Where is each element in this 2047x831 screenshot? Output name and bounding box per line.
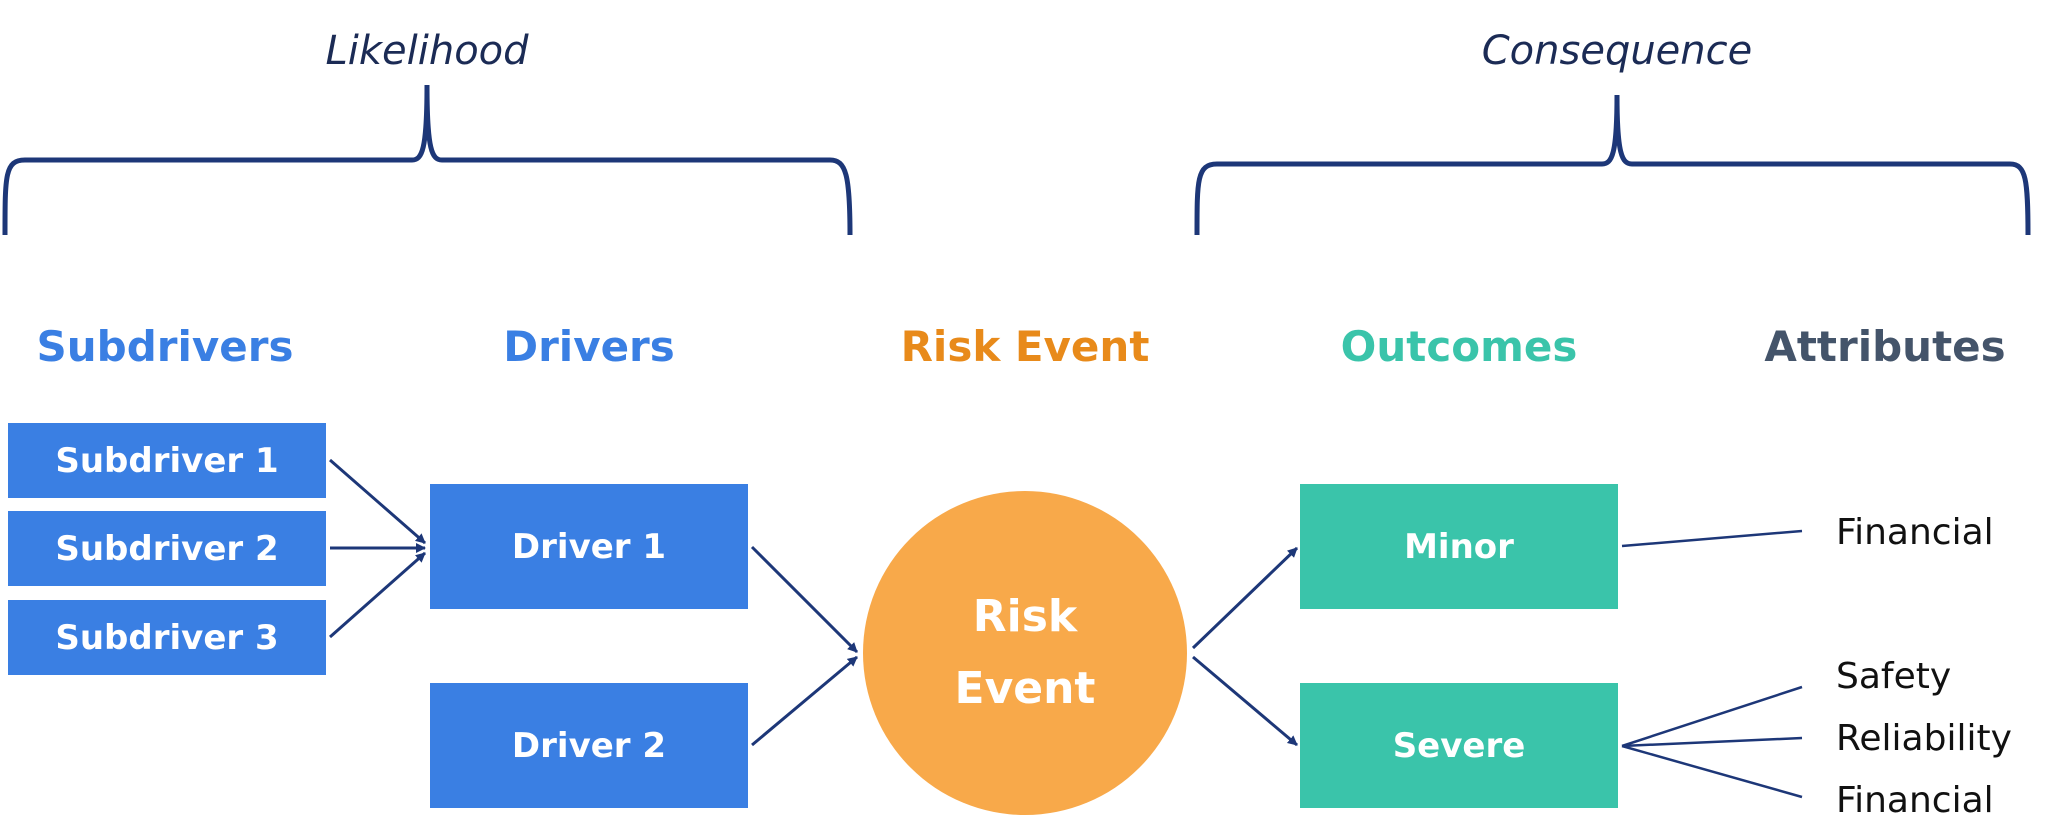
risk-event-line1: Risk [972,591,1078,642]
risk-event-line2: Event [954,663,1096,714]
attribute-severe-safety: Safety [1836,656,1952,697]
consequence-label: Consequence [1481,28,1753,74]
subdriver-1-box: Subdriver 1 [8,423,326,498]
arrow-driver2-risk [751,655,858,747]
attribute-severe-reliability: Reliability [1836,718,2012,759]
attribute-severe-financial: Financial [1836,780,1994,821]
subdriver-2-box: Subdriver 2 [8,511,326,586]
likelihood-brace [2,84,853,236]
line-severe-financial [1621,744,1803,799]
header-outcomes: Outcomes [1340,322,1578,371]
attribute-minor-financial: Financial [1836,512,1994,553]
outcome-minor-box: Minor [1300,484,1618,609]
arrow-driver1-risk [750,545,859,654]
header-attributes: Attributes [1764,322,2006,371]
subdriver-3-box: Subdriver 3 [8,600,326,675]
consequence-brace [1194,94,2031,236]
outcome-severe-box: Severe [1300,683,1618,808]
arrow-subdriver1-driver1 [329,458,426,545]
line-severe-safety [1621,685,1803,748]
risk-event-circle: Risk Event [863,491,1187,815]
header-subdrivers: Subdrivers [36,322,294,371]
driver-1-box: Driver 1 [430,484,748,609]
likelihood-label: Likelihood [325,28,529,74]
arrow-risk-minor [1191,546,1299,650]
arrow-risk-severe [1192,655,1298,747]
header-drivers: Drivers [503,322,675,371]
header-risk-event: Risk Event [900,322,1150,371]
line-minor-financial [1621,529,1803,548]
line-severe-reliability [1621,736,1803,748]
driver-2-box: Driver 2 [430,683,748,808]
arrow-subdriver3-driver1 [329,551,426,639]
